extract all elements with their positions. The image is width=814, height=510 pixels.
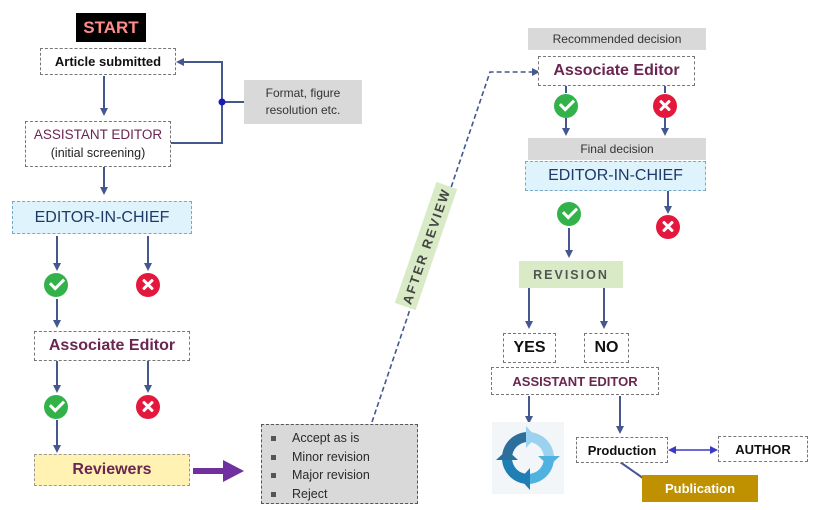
reviewers-box: Reviewers <box>34 454 190 486</box>
format-note-line2: resolution etc. <box>265 103 341 117</box>
review-options-box: Accept as is Minor revision Major revisi… <box>261 424 418 504</box>
cycle-arrows-icon <box>492 422 564 494</box>
editor-in-chief-box-right: EDITOR-IN-CHIEF <box>525 161 706 191</box>
check-circle-icon <box>44 395 68 419</box>
reviewers-arrow <box>193 460 244 482</box>
option-reject: Reject <box>262 485 417 504</box>
author-box: AUTHOR <box>718 436 808 462</box>
associate-editor-box-right: Associate Editor <box>538 56 695 86</box>
x-circle-icon <box>656 215 680 239</box>
option-minor-revision: Minor revision <box>262 448 417 467</box>
feedback-loop-connector <box>171 58 223 144</box>
revision-box: REVISION <box>519 261 623 288</box>
start-label: START <box>76 13 146 42</box>
assistant-editor-label: ASSISTANT EDITOR <box>33 127 163 142</box>
assistant-editor-box: ASSISTANT EDITOR (initial screening) <box>25 121 171 167</box>
editor-in-chief-box: EDITOR-IN-CHIEF <box>12 201 192 234</box>
x-circle-icon <box>653 94 677 118</box>
option-accept: Accept as is <box>262 429 417 448</box>
final-decision-header: Final decision <box>528 138 706 160</box>
no-box: NO <box>584 333 629 363</box>
check-circle-icon <box>554 94 578 118</box>
article-submitted-box: Article submitted <box>40 48 176 75</box>
format-note-line1: Format, figure <box>265 86 341 100</box>
format-note-box: Format, figure resolution etc. <box>244 80 362 124</box>
x-circle-icon <box>136 395 160 419</box>
initial-screening-label: (initial screening) <box>50 146 146 160</box>
review-options-list: Accept as is Minor revision Major revisi… <box>262 429 417 503</box>
junction-dot <box>218 98 226 106</box>
publication-box: Publication <box>642 475 758 502</box>
production-box: Production <box>576 437 668 463</box>
yes-box: YES <box>503 333 556 363</box>
option-major-revision: Major revision <box>262 466 417 485</box>
check-circle-icon <box>557 202 581 226</box>
recommended-decision-header: Recommended decision <box>528 28 706 50</box>
check-circle-icon <box>44 273 68 297</box>
associate-editor-box: Associate Editor <box>34 331 190 361</box>
x-circle-icon <box>136 273 160 297</box>
assistant-editor-box-right: ASSISTANT EDITOR <box>491 367 659 395</box>
